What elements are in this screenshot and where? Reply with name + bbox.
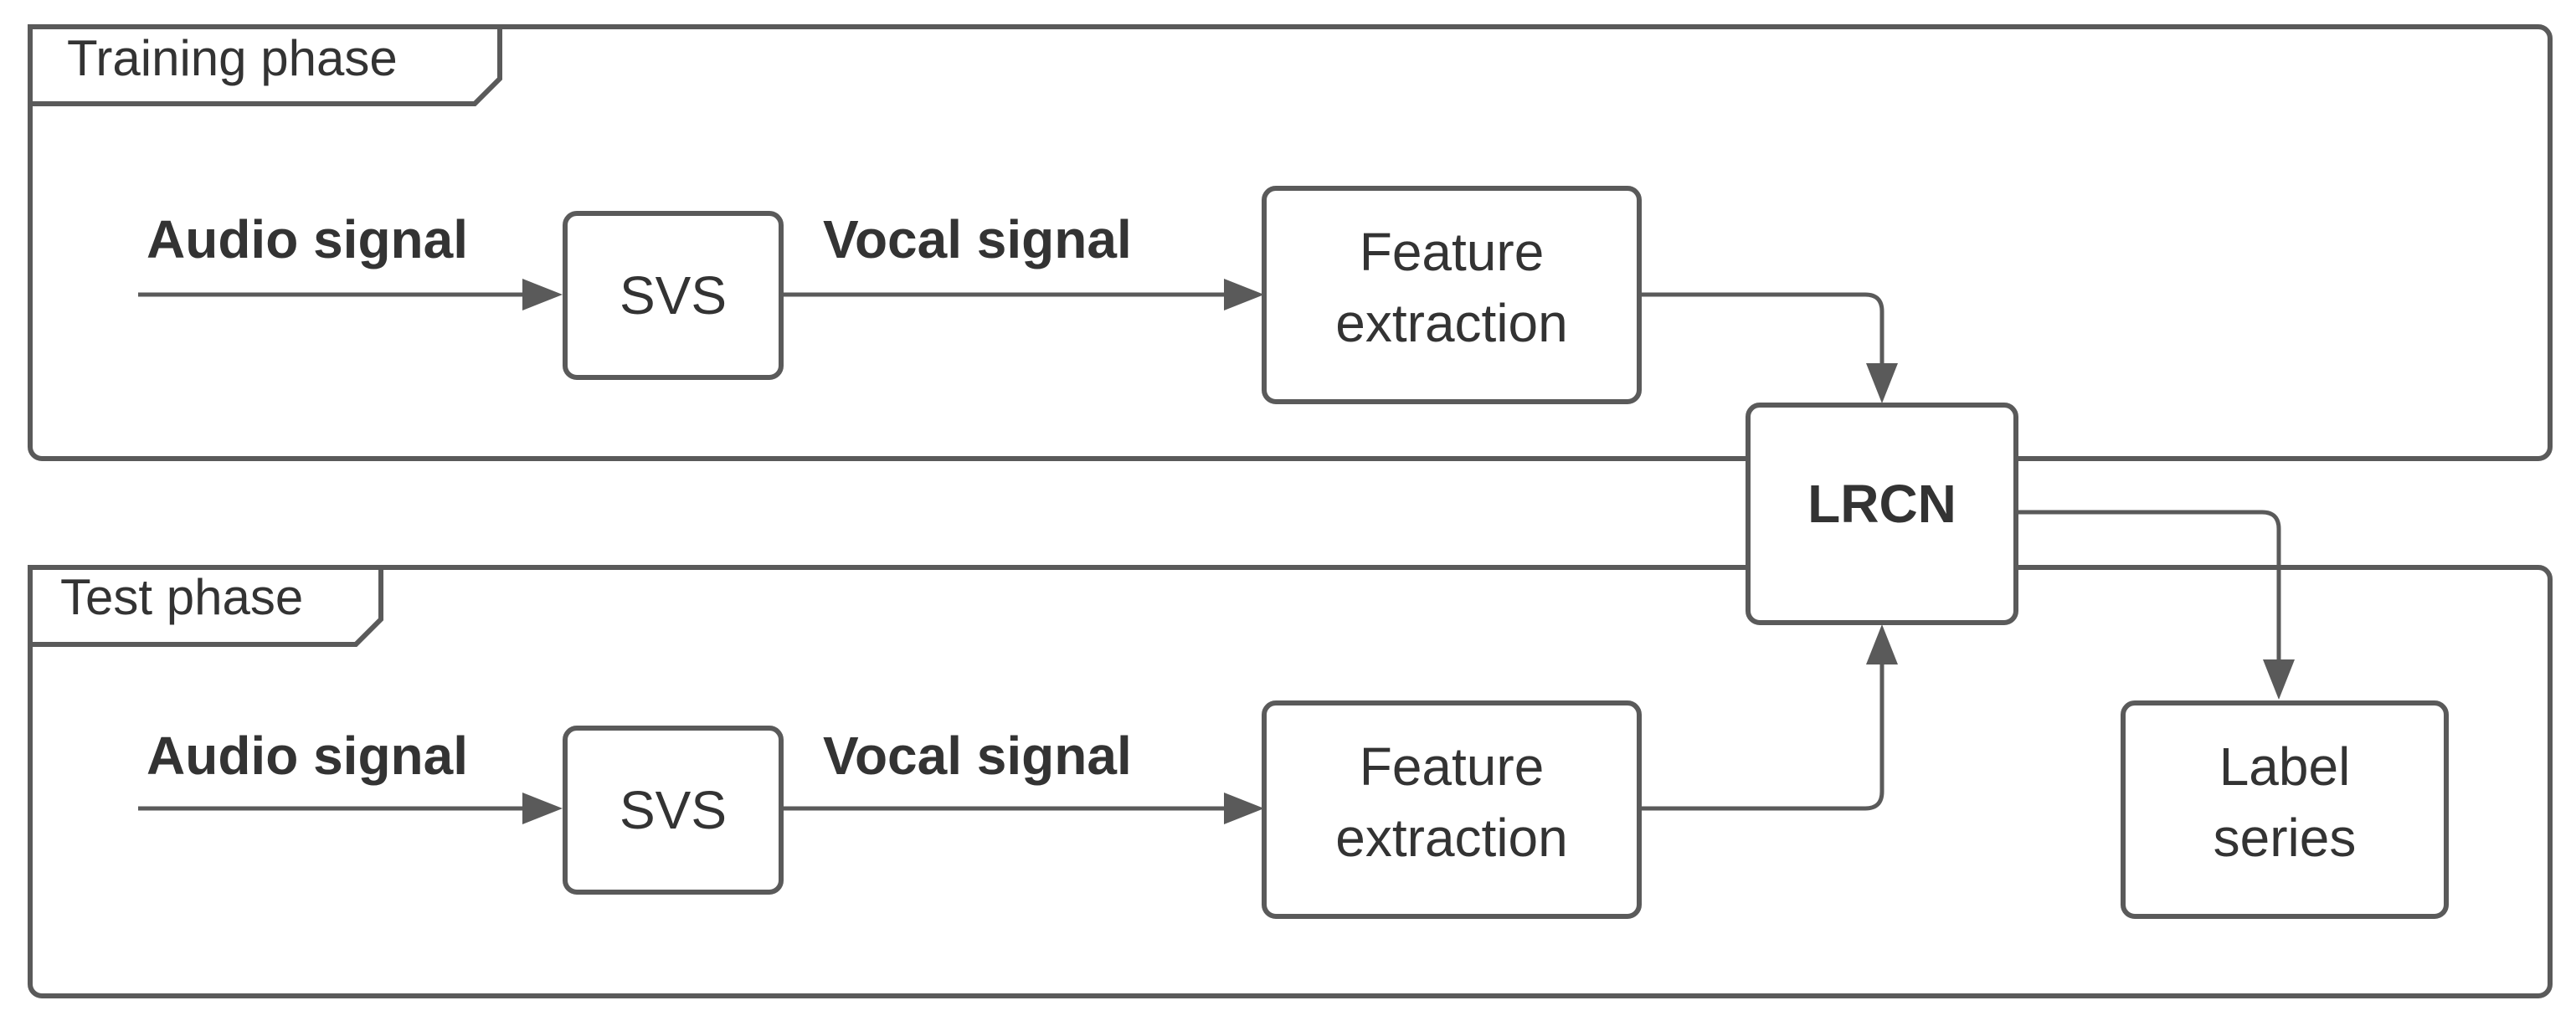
test-vocal-signal-label: Vocal signal bbox=[823, 726, 1132, 786]
training-svs-label: SVS bbox=[620, 265, 727, 326]
training-audio-signal-label: Audio signal bbox=[147, 209, 468, 269]
test-feature-label-line1: Feature bbox=[1360, 736, 1545, 797]
test-phase-tab bbox=[28, 565, 383, 647]
training-to-lrcn-arrow bbox=[1639, 292, 1884, 375]
test-to-lrcn-arrowhead bbox=[1866, 624, 1898, 664]
label-series-line1: Label bbox=[2219, 736, 2351, 797]
test-feature-extraction-box: Feature extraction bbox=[1262, 700, 1642, 919]
training-vocal-arrowhead bbox=[1224, 279, 1264, 310]
training-feature-extraction-box: Feature extraction bbox=[1262, 186, 1642, 404]
test-audio-signal-label: Audio signal bbox=[147, 726, 468, 786]
test-vocal-arrowhead bbox=[1224, 793, 1264, 824]
test-svs-label: SVS bbox=[620, 780, 727, 840]
training-to-lrcn-arrowhead bbox=[1866, 363, 1898, 403]
test-phase-title: Test phase bbox=[60, 569, 303, 625]
label-series-line2: series bbox=[2214, 808, 2357, 868]
training-feature-label-line1: Feature bbox=[1360, 222, 1545, 282]
test-to-lrcn-arrow bbox=[1639, 651, 1884, 811]
test-feature-label-line2: extraction bbox=[1335, 808, 1567, 868]
test-audio-arrowhead bbox=[522, 793, 563, 824]
training-feature-label-line2: extraction bbox=[1335, 293, 1567, 353]
lrcn-to-label-series-arrowhead bbox=[2263, 659, 2295, 700]
training-row: Audio signal SVS Vocal signal Feature ex… bbox=[138, 186, 1898, 404]
lrcn-label: LRCN bbox=[1807, 474, 1956, 534]
training-svs-box: SVS bbox=[563, 211, 784, 380]
test-svs-box: SVS bbox=[563, 726, 784, 895]
training-vocal-signal-label: Vocal signal bbox=[823, 209, 1132, 269]
training-audio-arrowhead bbox=[522, 279, 563, 310]
lrcn-box: LRCN bbox=[1746, 403, 2018, 625]
training-phase-title: Training phase bbox=[67, 30, 398, 86]
test-row: Audio signal SVS Vocal signal Feature ex… bbox=[138, 624, 2449, 919]
training-phase-tab bbox=[28, 24, 502, 106]
label-series-box: Label series bbox=[2121, 700, 2449, 919]
lrcn-to-label-series-arrow bbox=[2016, 510, 2281, 673]
